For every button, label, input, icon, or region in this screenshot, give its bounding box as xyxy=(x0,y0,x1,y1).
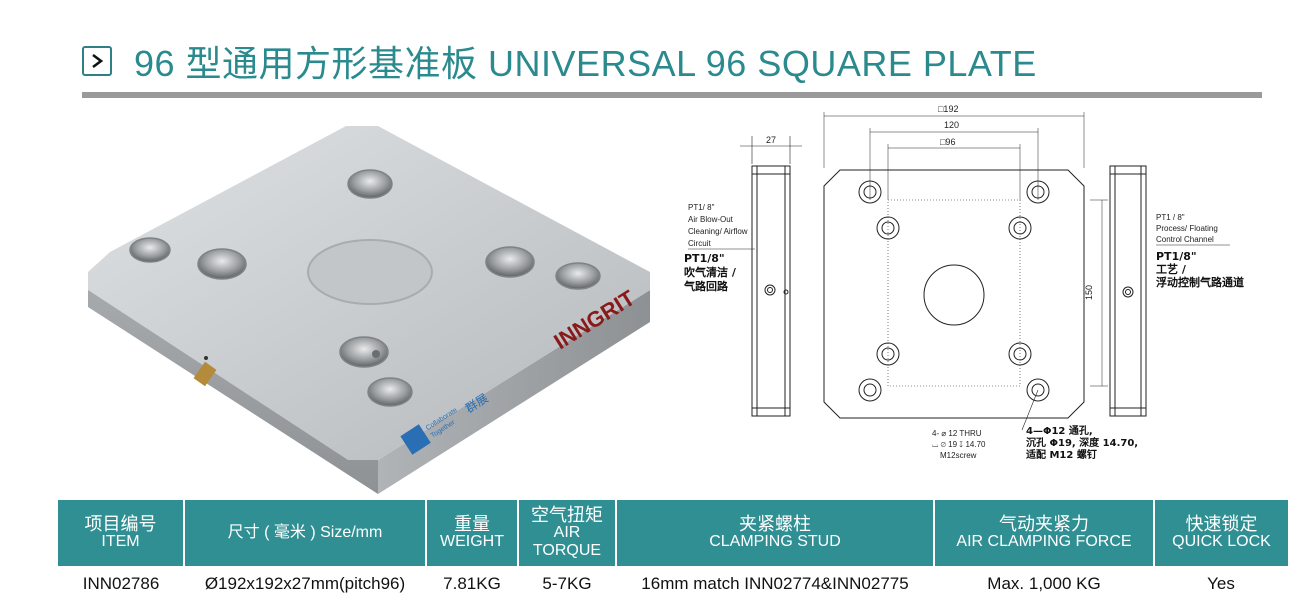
hole-note-cn: 4—Φ12 通孔, 沉孔 Φ19, 深度 14.70, 适配 M12 螺钉 xyxy=(1026,424,1142,461)
right-note-en: PT1 / 8" Process/ Floating Control Chann… xyxy=(1156,213,1220,244)
technical-drawing: 27 □192 120 □96 150 xyxy=(683,104,1244,461)
title-divider xyxy=(82,92,1262,98)
dim-inner: □96 xyxy=(940,137,955,147)
dim-120: 120 xyxy=(944,120,959,130)
page-header: 96 型通用方形基准板 UNIVERSAL 96 SQUARE PLATE xyxy=(82,36,1037,86)
hole-note-en: 4- ⌀ 12 THRU ⌴ ⌀ 19 ↧ 14.70 M12screw xyxy=(932,429,988,460)
cell-clamping-stud: 16mm match INN02774&INN02775 xyxy=(641,574,909,593)
dim-side-width: 27 xyxy=(766,135,776,145)
chevron-right-icon xyxy=(82,46,112,76)
cell-item: INN02786 xyxy=(82,574,160,593)
product-photo: INNGRIT Collaborate Together 群展 xyxy=(88,126,650,494)
top-view xyxy=(823,112,1108,431)
page-title: 96 型通用方形基准板 UNIVERSAL 96 SQUARE PLATE xyxy=(134,43,1037,84)
cell-air-clamping-force: Max. 1,000 KG xyxy=(987,574,1101,593)
table-row: INN02786 Ø192x192x27mm(pitch96) 7.81KG 5… xyxy=(58,566,1288,602)
cell-weight: 7.81KG xyxy=(443,574,501,593)
side-view-right xyxy=(1109,165,1147,417)
col-header-size: 尺寸 ( 毫米 ) Size/mm xyxy=(184,500,427,566)
left-note-cn: PT1/8" 吹气清洁 / 气路回路 xyxy=(683,252,740,293)
dim-outer: □192 xyxy=(938,104,958,114)
cell-air-torque: 5-7KG xyxy=(542,574,592,593)
cell-size: Ø192x192x27mm(pitch96) xyxy=(204,574,406,593)
dim-150: 150 xyxy=(1084,285,1094,300)
left-note-en: PT1/ 8" Air Blow-Out Cleaning/ Airflow C… xyxy=(688,203,750,248)
cell-quick-lock: Yes xyxy=(1207,574,1235,593)
badge-logo-icon xyxy=(400,424,431,455)
side-view-left xyxy=(740,136,802,417)
right-note-cn: PT1/8" 工艺 / 浮动控制气路通道 xyxy=(1156,250,1244,289)
